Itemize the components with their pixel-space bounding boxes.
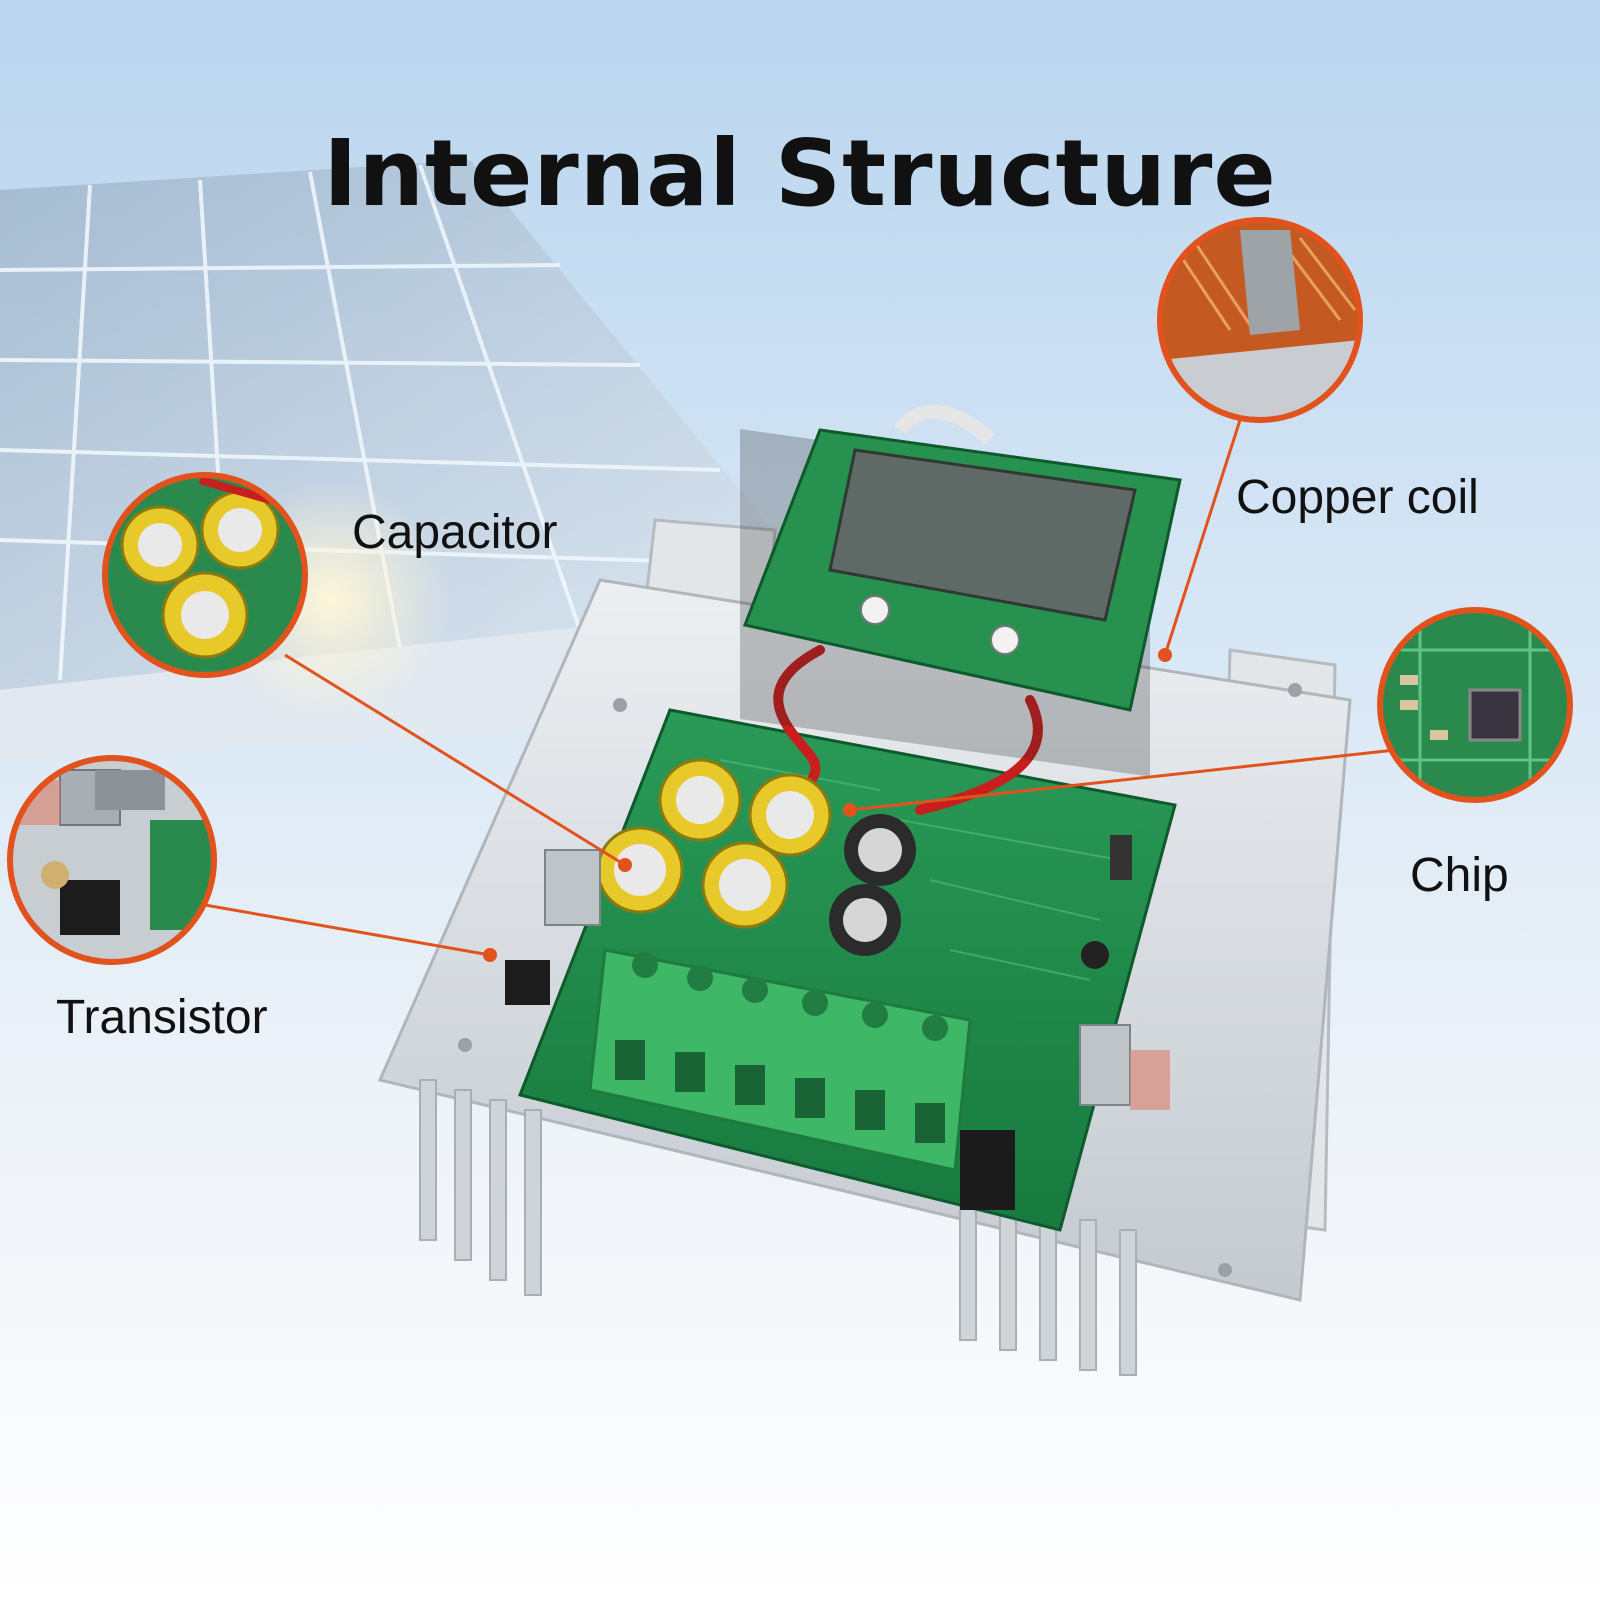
callout-label-transistor: Transistor [56, 991, 268, 1044]
ribbon-cable [894, 405, 995, 446]
callout-label-copper-coil: Copper coil [1236, 471, 1479, 524]
leader-lines [204, 419, 1396, 957]
board-transistors [505, 849, 1170, 1110]
copper-coil-icon [1157, 217, 1363, 423]
board-capacitors [596, 758, 916, 956]
leader-dots [483, 648, 1172, 962]
rj-port-icon [960, 1130, 1015, 1210]
callout-label-chip: Chip [1410, 849, 1509, 902]
display-board [740, 405, 1182, 777]
display-button-icon [860, 595, 890, 625]
terminal-block [588, 948, 1015, 1210]
page-title: Internal Structure [323, 120, 1277, 227]
display-button-icon [990, 625, 1020, 655]
small-capacitor [1110, 835, 1132, 880]
capacitor-icon [102, 472, 308, 678]
chip-icon [1377, 607, 1573, 803]
transistor-icon [7, 755, 217, 965]
callout-label-capacitor: Capacitor [352, 506, 558, 559]
